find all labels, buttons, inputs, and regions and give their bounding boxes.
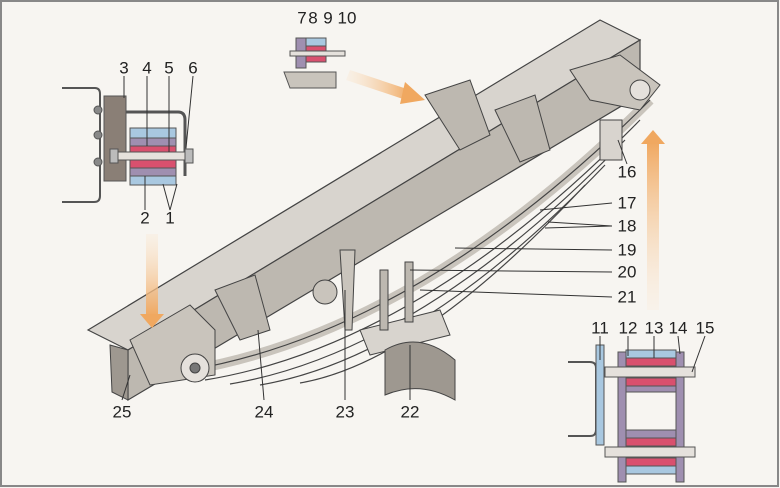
arrow-rear-inset bbox=[647, 142, 659, 310]
callout-8: 8 bbox=[308, 8, 318, 28]
inset-front-eye bbox=[62, 87, 194, 203]
callout-12: 12 bbox=[618, 318, 638, 338]
callout-23: 23 bbox=[335, 402, 355, 422]
arrow-front-head bbox=[140, 314, 164, 328]
callout-1: 1 bbox=[165, 208, 175, 228]
rear-shackle bbox=[569, 54, 661, 161]
leader-lines bbox=[121, 75, 706, 401]
callout-20: 20 bbox=[617, 262, 637, 282]
arrow-front-inset bbox=[146, 234, 158, 316]
callout-5: 5 bbox=[164, 58, 174, 78]
callout-7: 7 bbox=[297, 8, 307, 28]
callout-9: 9 bbox=[323, 8, 333, 28]
callout-6: 6 bbox=[188, 58, 198, 78]
callout-10: 10 bbox=[337, 8, 357, 28]
callout-16: 16 bbox=[617, 162, 637, 182]
callout-13: 13 bbox=[644, 318, 664, 338]
callout-17: 17 bbox=[617, 193, 637, 213]
arrow-top-inset bbox=[346, 70, 410, 100]
arrow-top-head bbox=[400, 82, 425, 104]
arrow-rear-head bbox=[641, 130, 665, 144]
callout-3: 3 bbox=[119, 58, 129, 78]
inset-rear-bracket bbox=[283, 37, 346, 89]
callout-11: 11 bbox=[591, 318, 609, 338]
callout-2: 2 bbox=[140, 208, 150, 228]
callout-21: 21 bbox=[617, 287, 637, 307]
callout-4: 4 bbox=[142, 58, 152, 78]
callout-18: 18 bbox=[617, 216, 637, 236]
callout-14: 14 bbox=[668, 318, 688, 338]
axle-assembly bbox=[312, 249, 456, 401]
callout-24: 24 bbox=[254, 402, 274, 422]
callout-25: 25 bbox=[112, 402, 132, 422]
inset-shackle bbox=[568, 344, 696, 483]
rubber-pads bbox=[214, 79, 551, 341]
callout-22: 22 bbox=[400, 402, 420, 422]
front-bracket bbox=[129, 304, 216, 386]
callout-15: 15 bbox=[695, 318, 715, 338]
callout-19: 19 bbox=[617, 240, 637, 260]
